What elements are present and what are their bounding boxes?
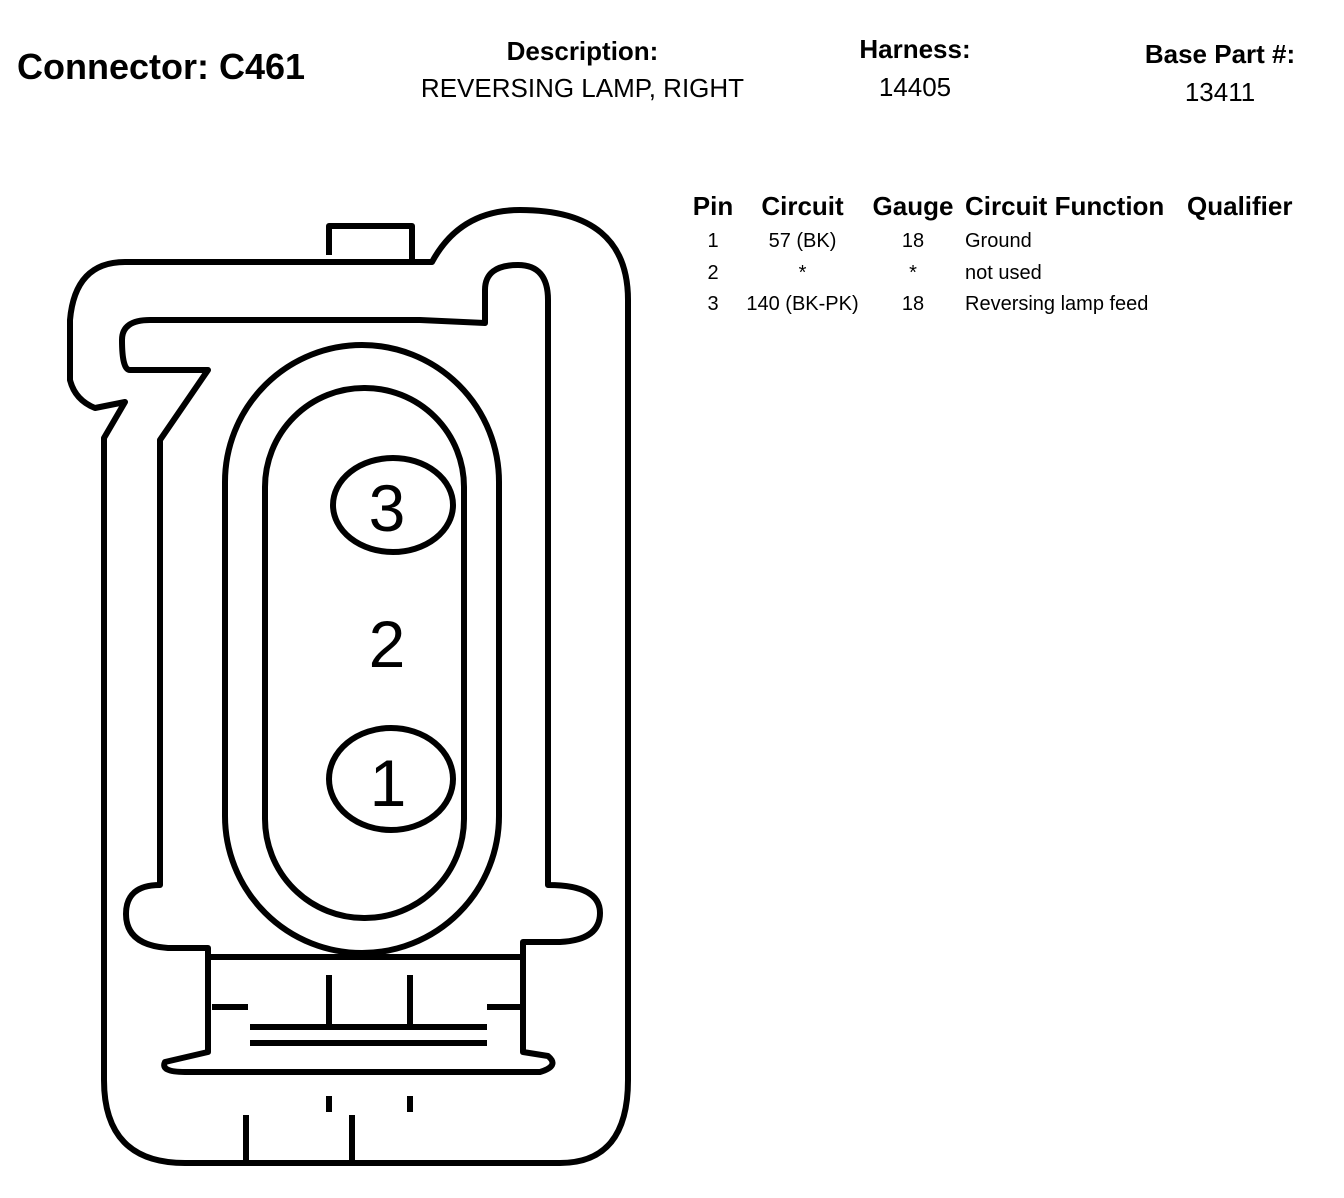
base-part-label: Base Part #: — [1144, 39, 1296, 69]
column-header-circuit: Circuit — [761, 191, 844, 221]
connector-title: Connector: C461 — [17, 46, 306, 87]
row-3-gauge: 18 — [901, 293, 925, 315]
row-1-circuit: 57 (BK) — [768, 230, 837, 252]
row-2-pin: 2 — [707, 262, 719, 284]
harness-value: 14405 — [878, 72, 952, 102]
pin-label-2: 2 — [369, 607, 406, 681]
pin-1-circle — [326, 725, 456, 833]
row-2-function: not used — [965, 262, 1042, 284]
column-header-pin: Pin — [692, 191, 734, 221]
connector-inner-housing — [119, 262, 603, 1075]
row-2-gauge: * — [909, 262, 917, 284]
row-3-circuit: 140 (BK-PK) — [746, 293, 859, 315]
description-label: Description: — [506, 36, 659, 66]
connector-face-diagram: 3 2 1 — [67, 207, 631, 1166]
pin-label-1: 1 — [370, 746, 407, 820]
harness-label: Harness: — [859, 34, 971, 64]
row-2-circuit: * — [798, 262, 807, 284]
connector-latch-tab — [326, 223, 415, 262]
row-1-function: Ground — [965, 230, 1032, 252]
base-part-value: 13411 — [1184, 77, 1256, 107]
pin-label-3: 3 — [369, 471, 406, 545]
row-1-pin: 1 — [707, 230, 719, 252]
row-3-function: Reversing lamp feed — [965, 293, 1149, 315]
pin-cavity-inner — [262, 385, 467, 921]
column-header-gauge: Gauge — [872, 191, 954, 221]
pin-3-circle — [330, 455, 456, 555]
pin-cavity-outer — [222, 342, 502, 956]
connector-outer-housing — [67, 207, 631, 1166]
column-header-qualifier: Qualifier — [1187, 191, 1293, 221]
description-value: REVERSING LAMP, RIGHT — [420, 73, 745, 103]
row-1-gauge: 18 — [901, 230, 925, 252]
column-header-circuit-function: Circuit Function — [965, 191, 1165, 221]
row-3-pin: 3 — [707, 293, 719, 315]
